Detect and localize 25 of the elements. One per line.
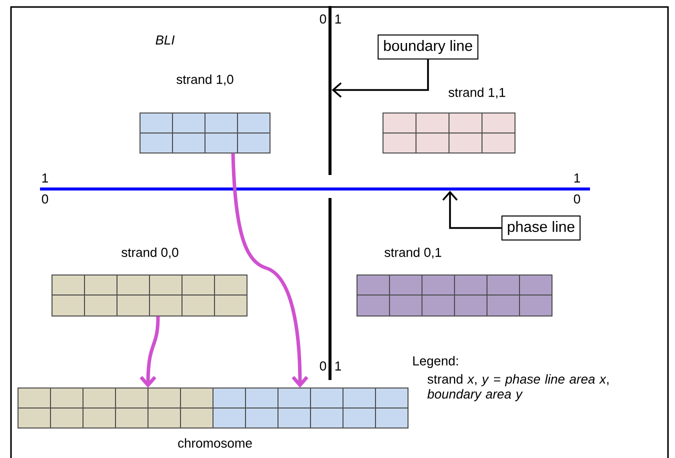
strand-grid: chromosome xyxy=(18,388,408,448)
leader-line xyxy=(332,59,429,98)
strand-grid: strand 1,1 xyxy=(382,87,516,154)
node-label: strand 0,1 xyxy=(384,247,442,259)
arrow xyxy=(231,153,308,388)
axis-value: 1 xyxy=(574,174,580,182)
legend-heading: Legend: xyxy=(413,356,458,368)
leader-line xyxy=(442,190,502,229)
node-label: strand 1,0 xyxy=(176,74,234,86)
strand-grid: strand 1,0 xyxy=(140,74,270,154)
boundary-line xyxy=(328,6,332,380)
node-label: strand 0,0 xyxy=(122,247,178,259)
axis-value: 0 xyxy=(574,194,580,204)
callout-box: phase line xyxy=(501,216,581,240)
phase-line xyxy=(40,188,590,190)
legend-text: strand x, y = phase line area x, boundary area y xyxy=(427,374,608,402)
node-label: strand 1,1 xyxy=(448,87,506,99)
node-label: chromosome xyxy=(178,438,252,448)
strand-grid: strand 0,1 xyxy=(356,247,552,316)
arrow xyxy=(140,316,160,388)
axis-value: 1 xyxy=(335,362,341,370)
callout-box: boundary line xyxy=(378,34,478,60)
heading-label: BLI xyxy=(156,36,175,44)
axis-value: 0 xyxy=(320,361,326,371)
strand-grid: strand 0,0 xyxy=(52,247,248,316)
